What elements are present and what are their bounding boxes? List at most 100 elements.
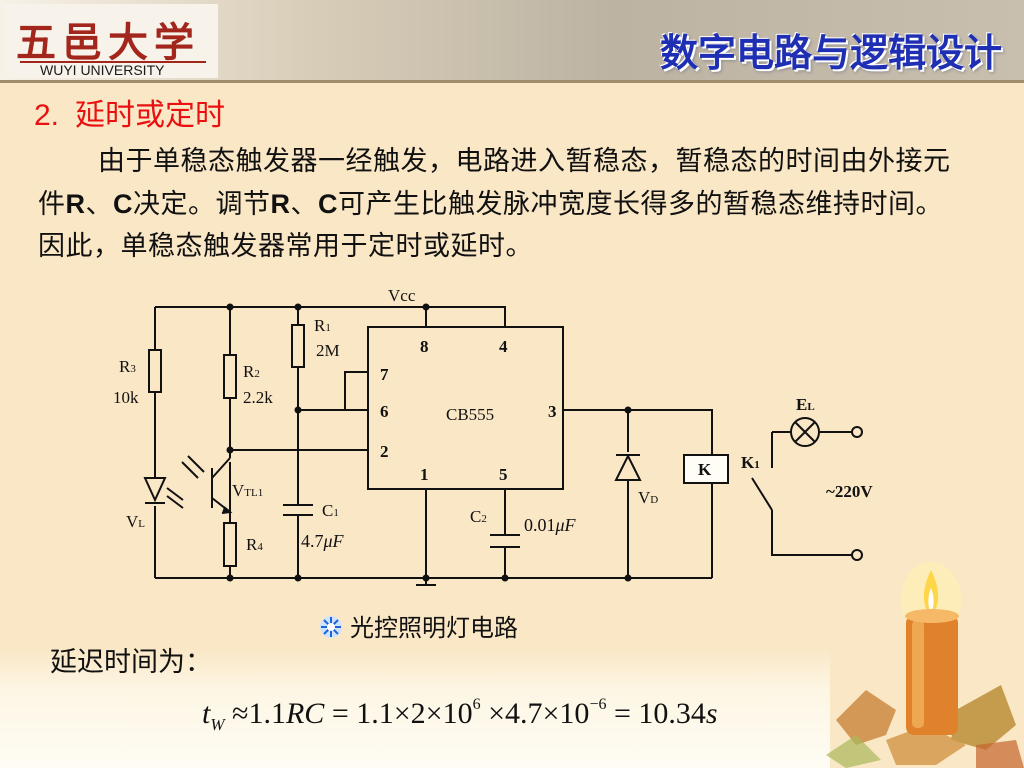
vd-label: VD [638, 488, 658, 507]
delay-time-label: 延迟时间为： [50, 647, 212, 678]
pin-7-label: 7 [380, 365, 389, 384]
junction-dot [624, 406, 632, 414]
formula-rc: RC [285, 697, 325, 730]
formula-unit: s [705, 697, 718, 730]
formula-t: t [202, 697, 211, 730]
formula-rhs-2: ×4.7×10 [488, 697, 590, 730]
junction-dot [294, 406, 302, 414]
candle-decoration [826, 562, 1024, 768]
junction-dot [226, 446, 234, 454]
r3-label: R3 [119, 357, 136, 376]
logo-english-name: WUYI UNIVERSITY [40, 62, 165, 78]
formula-result: 10.34 [638, 697, 706, 730]
section-title-text: 延时或定时 [75, 98, 226, 133]
r2-label: R2 [243, 362, 260, 381]
section-number: 2. [34, 99, 60, 132]
r4-label: R4 [246, 535, 263, 554]
formula-t-subscript: W [210, 715, 225, 734]
r3-value: 10k [113, 388, 139, 407]
course-title: 数字电路与逻辑设计 [659, 31, 1002, 75]
c1-value: 4.7μF [301, 531, 345, 551]
light-arrows-transistor [181, 455, 205, 479]
r1-value: 2M [316, 341, 340, 360]
body-paragraph: 由于单稳态触发器一经触发，电路进入暂稳态，暂稳态的时间由外接元件R、C决定。调节… [38, 141, 968, 268]
junction-dot [226, 574, 234, 582]
phototransistor-body [211, 457, 231, 513]
pin-2-label: 2 [380, 442, 389, 461]
vl-label: VL [126, 512, 145, 531]
el-label: EL [796, 395, 815, 414]
c2-label: C2 [470, 507, 487, 526]
paragraph-separator-2: 、 [290, 189, 318, 220]
pin-8-label: 8 [420, 337, 429, 356]
lamp-cross [794, 421, 816, 443]
terminal-bottom [851, 549, 863, 561]
paragraph-c-symbol-2: C [318, 189, 338, 219]
formula-rhs-1: 1.1×2×10 [356, 697, 473, 730]
formula-coefficient: 1.1 [248, 697, 286, 730]
capacitor-c2 [490, 534, 520, 548]
junction-dot [294, 303, 302, 311]
junction-dot [624, 574, 632, 582]
c2-value: 0.01μF [524, 515, 577, 535]
bottom-band [0, 648, 830, 768]
delay-formula: tW ≈1.1RC = 1.1×2×106 ×4.7×10−6 = 10.34s [202, 696, 718, 735]
resistor-r2 [223, 354, 237, 399]
formula-exponent-2: −6 [589, 696, 607, 713]
chip-label: CB555 [446, 405, 494, 424]
pin-6-label: 6 [380, 402, 389, 421]
junction-dot [422, 574, 430, 582]
vtl1-label: VTL1 [232, 481, 263, 500]
junction-dot [294, 574, 302, 582]
output-wire [563, 409, 713, 578]
junction-dot [422, 303, 430, 311]
paragraph-c-symbol: C [113, 189, 133, 219]
pin-5-label: 5 [499, 465, 508, 484]
paragraph-r-symbol-2: R [270, 189, 291, 219]
resistor-r4 [223, 522, 237, 567]
pin-1-label: 1 [420, 465, 429, 484]
phototransistor-emitter-arrow [221, 506, 233, 514]
terminal-top [851, 426, 863, 438]
k1-label: K1 [741, 453, 760, 472]
paragraph-part-2: 决定。调节 [133, 189, 271, 220]
junction-dot [226, 303, 234, 311]
vcc-label: Vcc [388, 286, 416, 305]
capacitor-c1 [283, 504, 313, 516]
pin7-link-wire [344, 371, 368, 410]
slide-header: 五邑大学 WUYI UNIVERSITY 数字电路与逻辑设计 [0, 0, 1024, 83]
pin-3-label: 3 [548, 402, 557, 421]
led-symbol [143, 477, 167, 504]
formula-equals-2: = [613, 697, 631, 730]
relay-coil-k [683, 454, 729, 484]
r1-label: R1 [314, 316, 331, 335]
logo-divider [20, 61, 206, 63]
pin-4-label: 4 [499, 337, 508, 356]
diode-vd [614, 453, 642, 481]
figure-caption: 光控照明灯电路 [318, 608, 518, 643]
switch-k1 [751, 432, 852, 556]
circuit-diagram: Vcc R1 2M R2 2.2k R3 10k R4 C1 4.7μF C2 … [113, 286, 873, 586]
formula-exponent-1: 6 [472, 696, 481, 713]
formula-approx: ≈ [232, 697, 249, 730]
logo-chinese-name: 五邑大学 [16, 19, 200, 66]
mains-label: ~220V [826, 482, 873, 501]
sparkle-bullet-icon [320, 616, 342, 638]
university-logo: 五邑大学 WUYI UNIVERSITY [4, 4, 218, 78]
section-title: 2. 延时或定时 [34, 90, 225, 134]
paragraph-separator: 、 [85, 189, 113, 220]
paragraph-r-symbol: R [65, 189, 86, 219]
resistor-r1 [291, 324, 305, 368]
caption-text: 光控照明灯电路 [350, 614, 518, 642]
junction-dot [501, 574, 509, 582]
top-rail-wire [155, 306, 506, 327]
resistor-r3 [148, 349, 162, 393]
paragraph-part-3: 可产生比触发脉冲宽度长得多的暂稳态维持时间。因此，单稳态触发器常用于定时或延时。 [38, 189, 943, 262]
c1-label: C1 [322, 501, 339, 520]
relay-k-label: K [698, 460, 712, 479]
formula-equals-1: = [331, 697, 349, 730]
r2-value: 2.2k [243, 388, 273, 407]
light-arrows-led [166, 487, 184, 509]
cb555-chip [367, 326, 564, 490]
paragraph-part-1: 由于单稳态触发器一经触发，电路进入暂稳态，暂稳态的时间由外接元件 [38, 146, 951, 220]
